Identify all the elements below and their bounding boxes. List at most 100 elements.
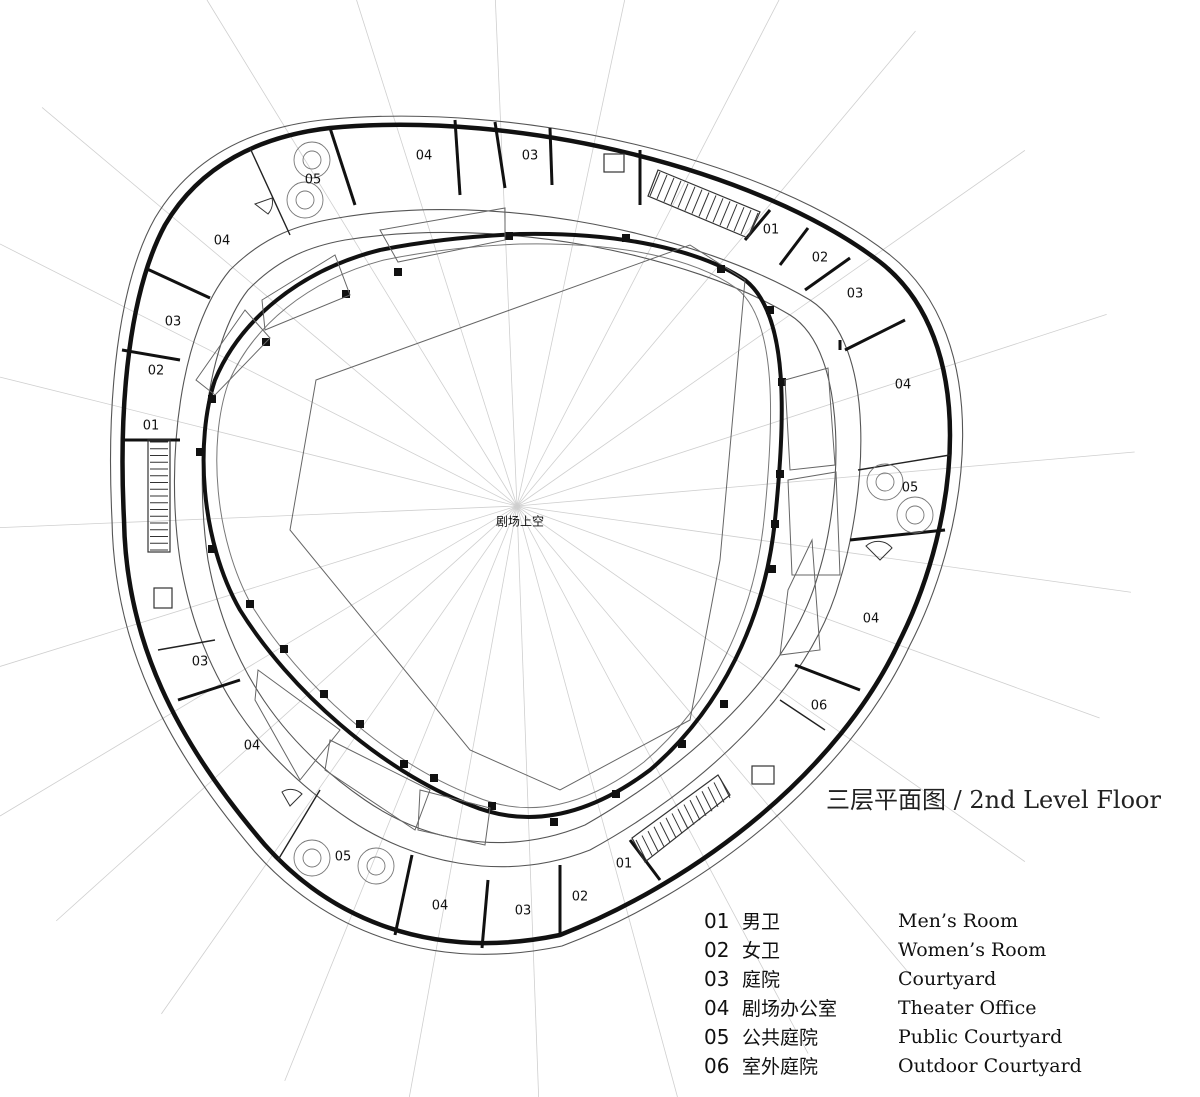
title-en: 2nd Level Floor <box>969 786 1161 814</box>
legend-row: 01 男卫 Men’s Room <box>704 906 1082 935</box>
stair-tread <box>659 822 671 843</box>
stair-tread <box>712 198 724 223</box>
radial-line <box>41 107 518 507</box>
legend-en: Women’s Room <box>898 938 1047 961</box>
room-label: 04 <box>432 899 449 914</box>
room-labels: 04 03 05 04 01 02 03 03 02 01 04 05 04 0… <box>143 149 919 919</box>
room-label: 03 <box>192 655 209 670</box>
legend-en: Public Courtyard <box>898 1025 1063 1048</box>
room-label: 02 <box>572 890 589 905</box>
stair-tread <box>649 171 661 197</box>
room-label: 05 <box>305 173 322 188</box>
radial-line <box>516 314 1107 507</box>
stair-tread <box>677 183 689 208</box>
stair-tread <box>713 782 725 803</box>
legend-row: 04 剧场办公室 Theater Office <box>704 993 1082 1022</box>
stair-tread <box>695 795 707 816</box>
room-label: 03 <box>515 904 532 919</box>
room-label: 03 <box>847 287 864 302</box>
legend-code: 03 <box>704 966 730 991</box>
legend-zh: 剧场办公室 <box>742 998 838 1020</box>
stair-tread <box>641 835 653 856</box>
stair-tread <box>689 799 701 821</box>
radial-line <box>516 0 626 507</box>
room-label: 05 <box>335 850 352 865</box>
room-label: 04 <box>863 612 880 627</box>
stair-tread <box>701 791 713 812</box>
staircase-north <box>647 169 761 239</box>
room-label: 03 <box>522 149 539 164</box>
stair-tread <box>665 817 677 839</box>
corridor-outer-edge <box>173 208 862 868</box>
radial-line <box>284 505 518 1082</box>
room-label: 03 <box>165 315 182 330</box>
radial-line <box>0 505 518 817</box>
legend-zh: 男卫 <box>742 911 781 933</box>
radial-line <box>516 30 916 507</box>
title-zh: 三层平面图 <box>826 786 946 814</box>
room-label: 04 <box>244 739 261 754</box>
radial-line <box>516 451 1135 507</box>
radial-line <box>516 0 780 507</box>
legend-zh: 公共庭院 <box>742 1027 819 1049</box>
legend-row: 02 女卫 Women’s Room <box>704 935 1082 964</box>
structural-columns <box>196 232 786 826</box>
stair-tread <box>733 206 745 232</box>
stair-tread <box>747 212 759 238</box>
tree-east-a <box>866 463 904 501</box>
stair-tread <box>684 186 696 211</box>
room-label: 01 <box>616 857 633 872</box>
corridor-partitions <box>195 207 841 846</box>
legend: 01 男卫 Men’s Room 02 女卫 Women’s Room 03 庭… <box>704 906 1082 1080</box>
stair-tread <box>656 174 668 200</box>
room-label: 04 <box>416 149 433 164</box>
stair-tread <box>635 839 647 861</box>
room-label: 01 <box>143 419 160 434</box>
stage-outline <box>289 244 746 791</box>
stair-tread <box>726 204 738 229</box>
room-walls <box>121 119 951 949</box>
stair-tread <box>740 209 752 235</box>
legend-code: 05 <box>704 1024 730 1049</box>
courtyard-trees <box>286 141 934 885</box>
radial-line <box>0 505 518 529</box>
drawing-title: 三层平面图 / 2nd Level Floor <box>826 780 1161 815</box>
stair-tread <box>719 777 731 799</box>
fan-symbols <box>253 197 893 807</box>
radial-line <box>0 376 518 507</box>
legend-code: 04 <box>704 995 730 1020</box>
stair-tread <box>683 804 695 825</box>
legend-en: Courtyard <box>898 967 997 990</box>
stair-tread <box>663 177 675 203</box>
legend-zh: 女卫 <box>742 940 781 962</box>
legend-row: 06 室外庭院 Outdoor Courtyard <box>704 1051 1082 1080</box>
tree-north-b <box>286 181 324 219</box>
stair-tread <box>705 195 717 220</box>
room-label: 02 <box>148 364 165 379</box>
room-label: 01 <box>763 223 780 238</box>
legend-en: Outdoor Courtyard <box>898 1054 1082 1077</box>
radial-line <box>516 505 916 982</box>
room-label: 06 <box>811 699 828 714</box>
stair-tread <box>653 826 665 847</box>
theater-ring-inner-line <box>216 243 772 809</box>
stair-tread <box>670 180 682 205</box>
tree-east-b <box>896 496 934 534</box>
theater-ring-wall <box>201 231 784 820</box>
radial-line <box>356 0 518 507</box>
legend-en: Theater Office <box>898 996 1037 1019</box>
stair-tread <box>719 201 731 226</box>
title-separator: / <box>946 786 970 814</box>
radial-line <box>516 505 809 1054</box>
radial-line <box>55 505 518 922</box>
stair-tread <box>677 808 689 830</box>
room-label: 02 <box>812 251 829 266</box>
outer-wall <box>120 122 953 946</box>
legend-row: 05 公共庭院 Public Courtyard <box>704 1022 1082 1051</box>
staircase-south <box>631 774 731 863</box>
tree-south-b <box>357 847 395 885</box>
theater-void-label: 剧场上空 <box>496 515 544 529</box>
radial-line <box>0 243 518 507</box>
small-stair-icons <box>153 153 775 785</box>
